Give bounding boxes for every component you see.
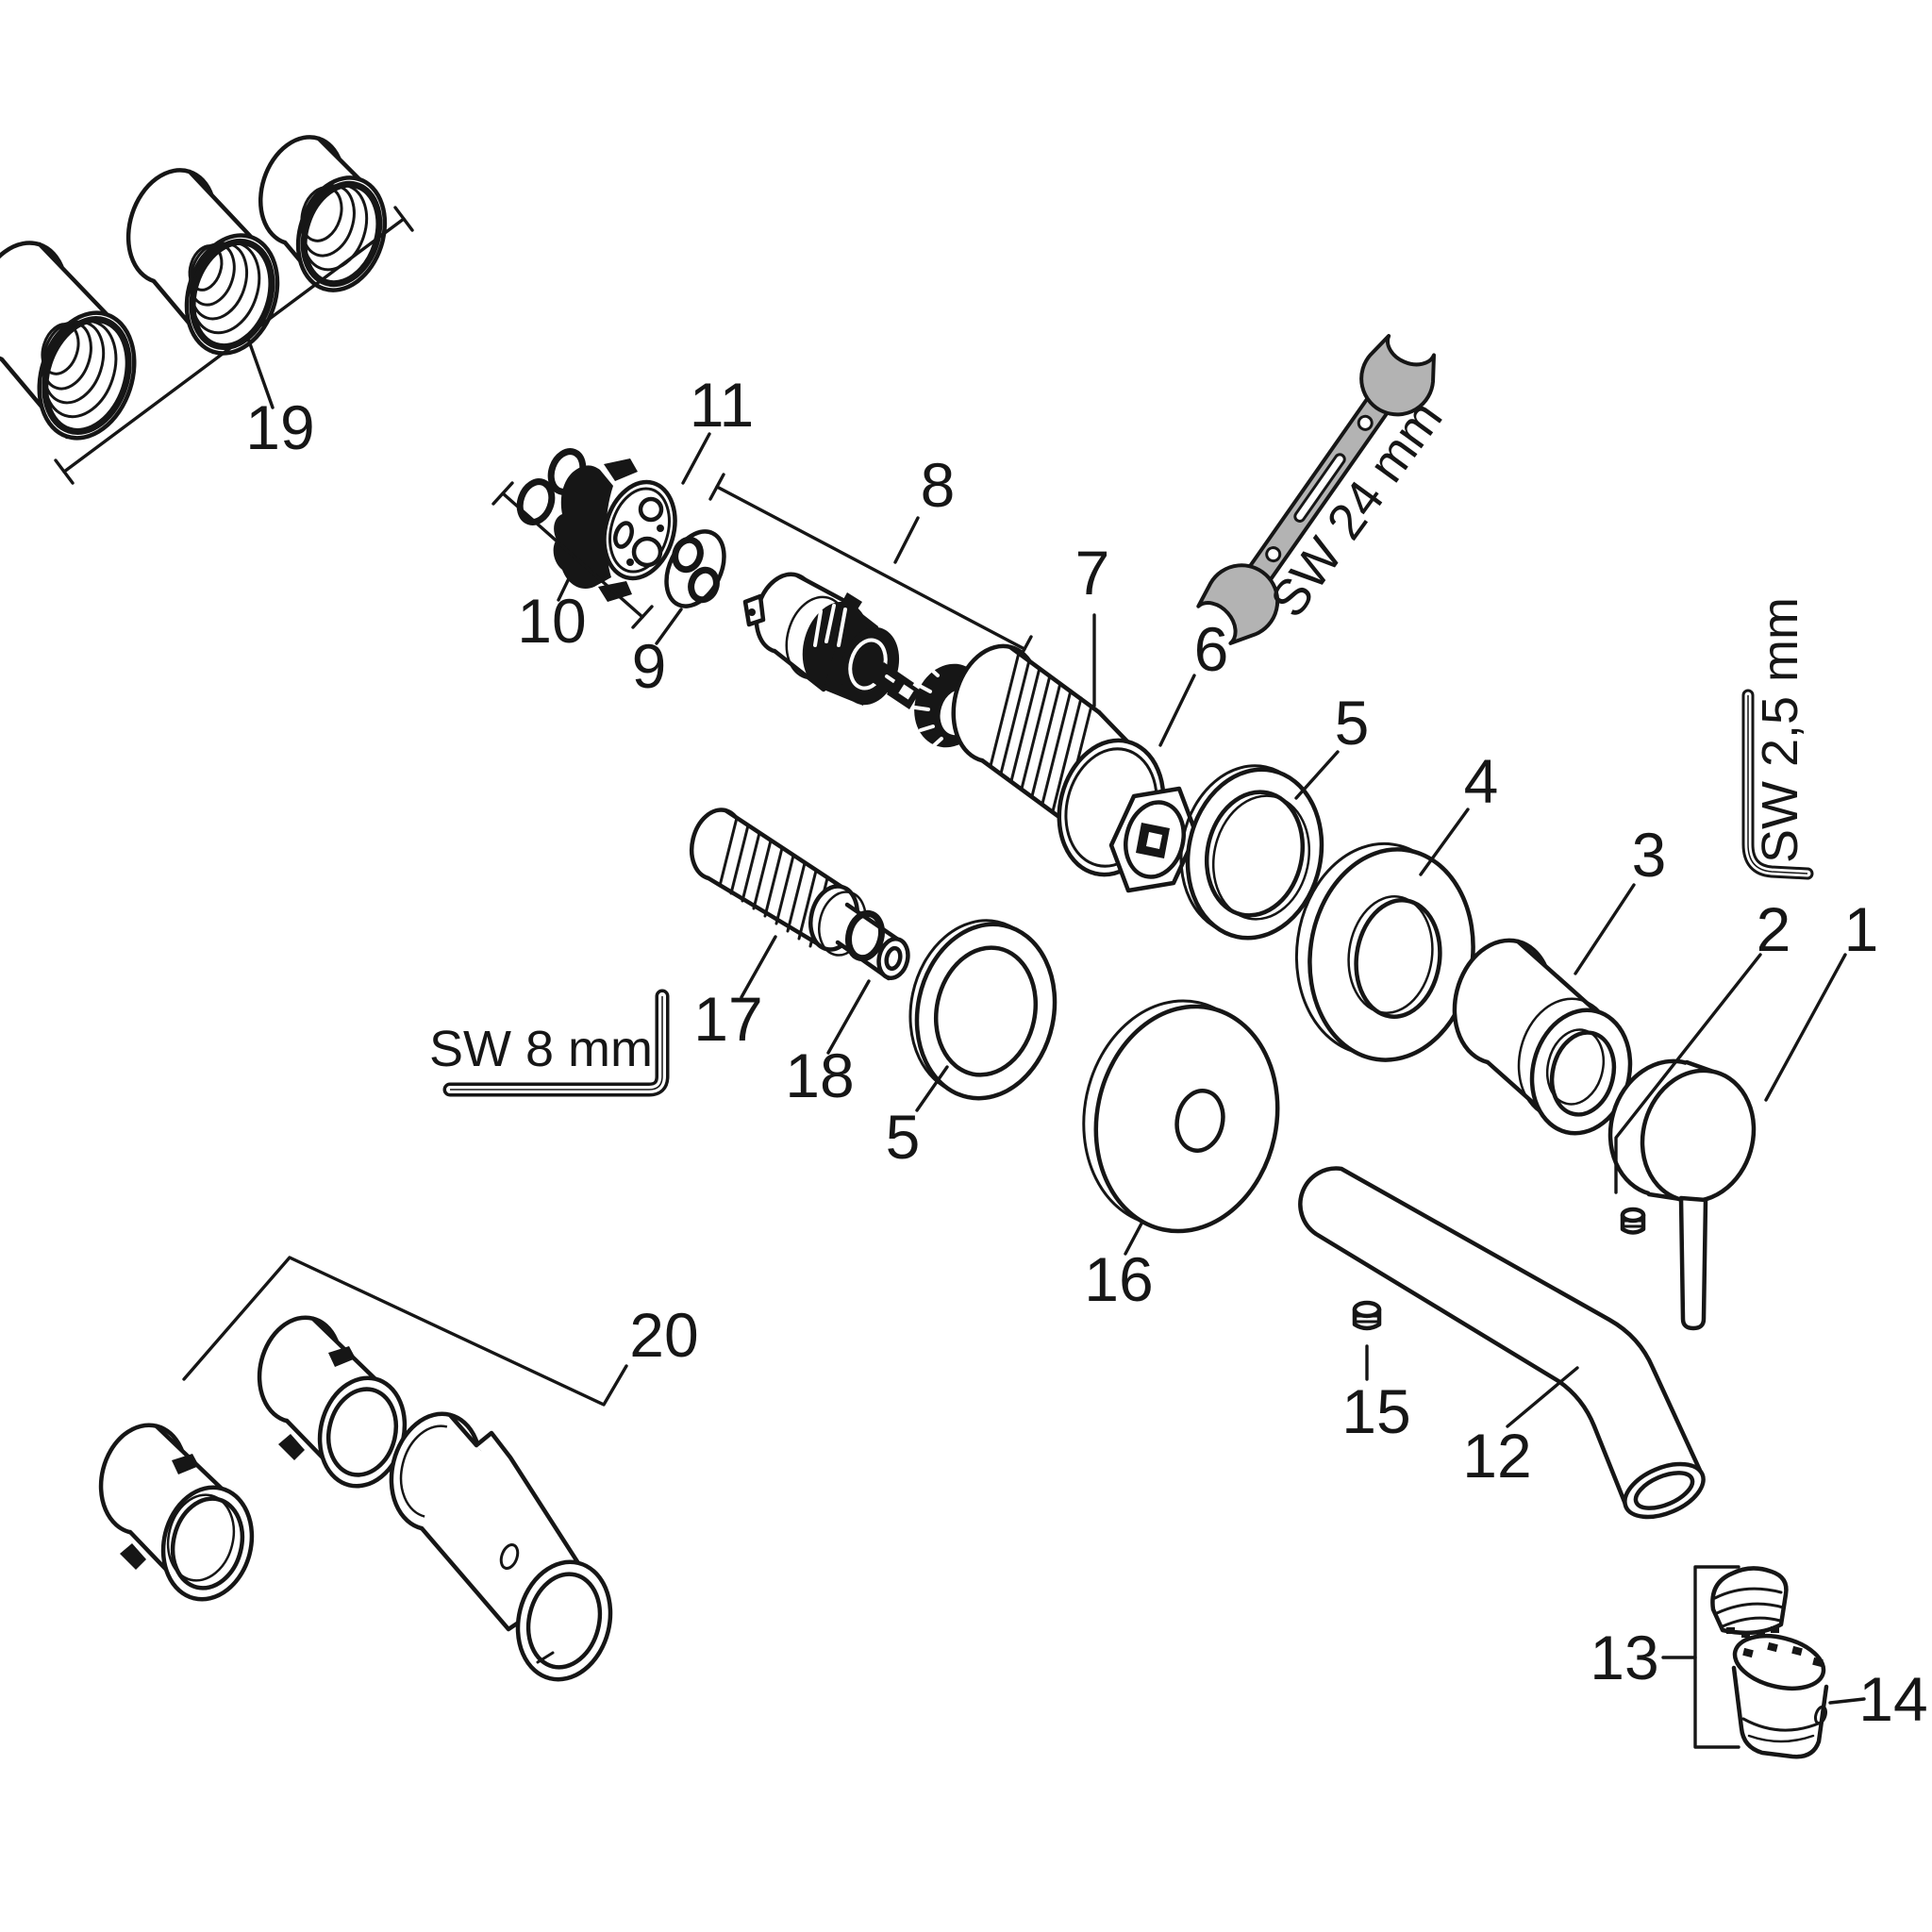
- part-20-adapter-set: [98, 1315, 613, 1682]
- part-5a-callout: 5: [1294, 688, 1370, 800]
- part-label-20: 20: [629, 1300, 698, 1370]
- part-15-grub-screw: [1352, 1300, 1382, 1331]
- part-7-callout: 7: [1075, 538, 1110, 708]
- part-18-callout: 18: [785, 979, 871, 1110]
- part-3-handle-sleeve: [1452, 938, 1633, 1136]
- part-label-15: 15: [1341, 1376, 1410, 1446]
- part-11-cartridge-retainer: [553, 458, 677, 602]
- part-label-10: 10: [517, 586, 586, 656]
- part-11-callout: 11: [681, 370, 755, 485]
- part-label-5a: 5: [1335, 688, 1370, 758]
- part-10-callout: 10: [491, 481, 654, 656]
- part-label-4: 4: [1464, 746, 1499, 816]
- part-8-callout: 8: [708, 450, 1033, 663]
- part-9-callout: 9: [632, 608, 683, 701]
- part-19-callout: 19: [54, 206, 414, 485]
- part-label-19: 19: [245, 392, 314, 462]
- part-20-callout: 20: [182, 1256, 699, 1407]
- part-14-aerator-housing: [1731, 1633, 1829, 1759]
- part-label-5b: 5: [886, 1102, 921, 1172]
- part-label-12: 12: [1462, 1421, 1531, 1491]
- part-1-lever-handle: [1607, 1058, 1757, 1331]
- part-label-6: 6: [1194, 614, 1229, 684]
- part-7-threaded-bushing: [951, 643, 1199, 893]
- part-label-18: 18: [785, 1041, 854, 1110]
- part-1-callout: 1: [1764, 894, 1879, 1102]
- part-15-callout: 15: [1341, 1344, 1411, 1446]
- part-label-8: 8: [921, 450, 956, 520]
- tool-label-sw8: SW 8 mm: [429, 1021, 653, 1077]
- part-4-callout: 4: [1419, 746, 1499, 876]
- hex-key-small: [1741, 689, 1814, 880]
- part-3-callout: 3: [1574, 820, 1667, 975]
- part-17-threaded-nipple: [689, 808, 910, 981]
- part-6-callout: 6: [1158, 614, 1229, 747]
- part-5-washer-upper: [1179, 764, 1324, 941]
- part-label-14: 14: [1858, 1664, 1927, 1734]
- part-19-extension-sleeves: [0, 135, 388, 441]
- wrench-jaw-lower: [1196, 563, 1280, 645]
- part-18-connector-tip: [835, 902, 910, 981]
- part-16-callout: 16: [1084, 1222, 1154, 1314]
- tool-label-sw25: SW 2,5 mm: [1752, 597, 1808, 863]
- part-5b-callout: 5: [886, 1065, 949, 1172]
- hex-key-large: [442, 989, 670, 1097]
- part-16-escutcheon: [1082, 999, 1280, 1234]
- part-14-callout: 14: [1828, 1664, 1928, 1734]
- part-2-set-screw: [1620, 1207, 1646, 1235]
- part-label-7: 7: [1075, 538, 1110, 608]
- wrench-hole-2: [1357, 414, 1374, 431]
- open-end-wrench: [1196, 334, 1436, 645]
- part-5-washer-lower: [908, 919, 1058, 1101]
- wrench-jaw-upper: [1359, 334, 1436, 417]
- part-label-2: 2: [1757, 894, 1791, 964]
- part-2-callout: 2: [1614, 894, 1791, 1194]
- wrench-hole-1: [1265, 546, 1282, 563]
- part-label-16: 16: [1084, 1244, 1153, 1314]
- part-13-callout: 13: [1590, 1565, 1740, 1749]
- part-label-13: 13: [1590, 1623, 1658, 1692]
- part-12-callout: 12: [1462, 1366, 1579, 1491]
- part-label-3: 3: [1632, 820, 1667, 890]
- part-17-callout: 17: [693, 935, 777, 1054]
- part-4-flange-ring: [1294, 841, 1475, 1062]
- part-9-gasket: [664, 529, 726, 608]
- part-label-9: 9: [632, 631, 667, 701]
- part-13-aerator-insert: [1710, 1566, 1789, 1639]
- wrench-slot: [1293, 453, 1346, 523]
- part-label-1: 1: [1844, 894, 1879, 964]
- part-label-17: 17: [693, 984, 762, 1054]
- part-12-spout: [1298, 1166, 1706, 1520]
- part-label-11: 11: [690, 370, 755, 440]
